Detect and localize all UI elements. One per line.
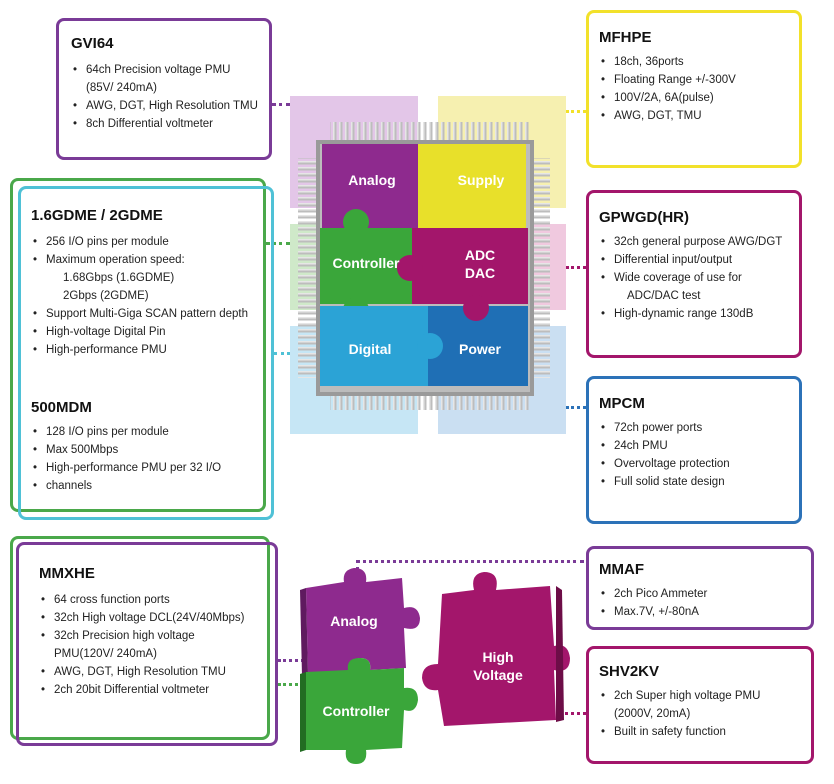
gdme-item: 2Gbps (2GDME): [63, 290, 149, 302]
mmaf-box: MMAF 2ch Pico Ammeter Max.7V, +/-80nA: [586, 546, 814, 630]
mmxhe-item: 2ch 20bit Differential voltmeter: [41, 681, 245, 699]
gdme-title: 1.6GDME / 2GDME: [31, 207, 163, 224]
bottom-label-high: High: [482, 649, 513, 665]
controller-tab-top: [343, 209, 369, 235]
chip-label-controller: Controller: [333, 255, 400, 271]
mmxhe-box: MMXHE 64 cross function ports 32ch High …: [16, 542, 278, 746]
mpcm-item: Overvoltage protection: [601, 455, 730, 473]
connector-gdme-green: [266, 242, 290, 245]
adc-tab-bottom: [463, 295, 489, 321]
bottom-label-analog: Analog: [330, 613, 377, 629]
mpcm-item: Full solid state design: [601, 473, 730, 491]
shv2kv-box: SHV2KV 2ch Super high voltage PMU (2000V…: [586, 646, 814, 764]
connector-mmaf-h: [356, 560, 584, 563]
digital-tab: [417, 333, 443, 359]
bottom-label-voltage: Voltage: [473, 667, 523, 683]
mfhpe-title: MFHPE: [599, 29, 652, 46]
connector-mpcm: [566, 406, 586, 409]
bottom-analog-piece: [306, 568, 420, 674]
chip-label-supply: Supply: [458, 172, 505, 188]
shv2kv-item: Built in safety function: [601, 723, 760, 741]
mdm500-title: 500MDM: [31, 399, 92, 416]
gpwgd-item: ADC/DAC test: [627, 290, 701, 302]
gdme-item: 256 I/O pins per module: [33, 233, 248, 251]
mfhpe-item: Floating Range +/-300V: [601, 71, 736, 89]
chip-label-adc: ADC: [465, 247, 495, 263]
connector-mmxhe-green: [278, 683, 304, 686]
mpcm-item: 72ch power ports: [601, 419, 730, 437]
gdme-item: 1.68Gbps (1.6GDME): [63, 272, 175, 284]
gvi64-title: GVI64: [71, 35, 114, 52]
adc-tile: [412, 228, 528, 304]
gpwgd-title: GPWGD(HR): [599, 209, 689, 226]
gdme-outer-frame: [10, 178, 266, 512]
digital-tile: [320, 306, 428, 386]
mmxhe-item: AWG, DGT, High Resolution TMU: [41, 663, 245, 681]
bottom-label-controller: Controller: [323, 703, 390, 719]
gdme-box: 1.6GDME / 2GDME 256 I/O pins per module …: [18, 186, 274, 520]
gpwgd-item: Wide coverage of use for: [601, 269, 782, 287]
adc-tab: [397, 255, 423, 281]
chip-diagram: Analog Supply Controller ADC DAC Digital…: [298, 122, 550, 410]
connector-mmxhe-violet: [278, 659, 304, 662]
chip-label-power: Power: [459, 341, 502, 357]
gpwgd-item: Differential input/output: [601, 251, 782, 269]
gvi64-box: GVI64 64ch Precision voltage PMU (85V/ 2…: [56, 18, 272, 160]
gpwgd-box: GPWGD(HR) 32ch general purpose AWG/DGT D…: [586, 190, 802, 358]
mfhpe-box: MFHPE 18ch, 36ports Floating Range +/-30…: [586, 10, 802, 168]
gvi64-item: 8ch Differential voltmeter: [73, 115, 258, 133]
connector-gdme-cyan: [274, 352, 290, 355]
gvi64-item: 64ch Precision voltage PMU: [73, 61, 258, 79]
mmxhe-item: 64 cross function ports: [41, 591, 245, 609]
bottom-puzzle-diagram: Analog Controller High Voltage: [300, 568, 570, 764]
mmaf-item: Max.7V, +/-80nA: [601, 603, 707, 621]
mmaf-item: 2ch Pico Ammeter: [601, 585, 707, 603]
gdme-item: High-voltage Digital Pin: [33, 323, 248, 341]
controller-tile: [320, 228, 412, 304]
gvi64-item: (85V/ 240mA): [86, 82, 157, 94]
mmxhe-item: PMU(120V/ 240mA): [54, 648, 157, 660]
mmaf-title: MMAF: [599, 561, 644, 578]
mpcm-box: MPCM 72ch power ports 24ch PMU Overvolta…: [586, 376, 802, 524]
gdme-item: Support Multi-Giga SCAN pattern depth: [33, 305, 248, 323]
mdm500-item: High-performance PMU per 32 I/O: [33, 459, 221, 477]
shv2kv-item: (2000V, 20mA): [614, 708, 691, 720]
mmxhe-item: 32ch Precision high voltage: [41, 627, 245, 645]
gpwgd-item: High-dynamic range 130dB: [601, 305, 782, 323]
mfhpe-item: AWG, DGT, TMU: [601, 107, 736, 125]
mmxhe-title: MMXHE: [39, 565, 95, 582]
connector-mfhpe: [566, 110, 586, 113]
chip-label-analog: Analog: [348, 172, 395, 188]
supply-tile: [418, 144, 526, 228]
mmxhe-item: 32ch High voltage DCL(24V/40Mbps): [41, 609, 245, 627]
connector-gvi64: [272, 103, 290, 106]
gpwgd-item: 32ch general purpose AWG/DGT: [601, 233, 782, 251]
connector-gpwgd: [566, 266, 586, 269]
chip-label-digital: Digital: [349, 341, 392, 357]
gdme-item: Maximum operation speed:: [33, 251, 248, 269]
gdme-item: High-performance PMU: [33, 341, 248, 359]
gvi64-item: AWG, DGT, High Resolution TMU: [73, 97, 258, 115]
mdm500-item: Max 500Mbps: [33, 441, 221, 459]
shv2kv-item: 2ch Super high voltage PMU: [601, 687, 760, 705]
analog-tile: [322, 144, 418, 228]
bottom-controller-piece: [306, 658, 418, 764]
shv2kv-title: SHV2KV: [599, 663, 660, 680]
mdm500-item: channels: [33, 477, 221, 495]
mpcm-title: MPCM: [599, 395, 645, 412]
mfhpe-item: 18ch, 36ports: [601, 53, 736, 71]
bottom-highvoltage-piece: [422, 572, 570, 726]
chip-label-dac: DAC: [465, 265, 495, 281]
mpcm-item: 24ch PMU: [601, 437, 730, 455]
mfhpe-item: 100V/2A, 6A(pulse): [601, 89, 736, 107]
mmxhe-outer-frame: [10, 536, 270, 740]
connector-shv2kv: [560, 712, 586, 715]
mdm500-item: 128 I/O pins per module: [33, 423, 221, 441]
